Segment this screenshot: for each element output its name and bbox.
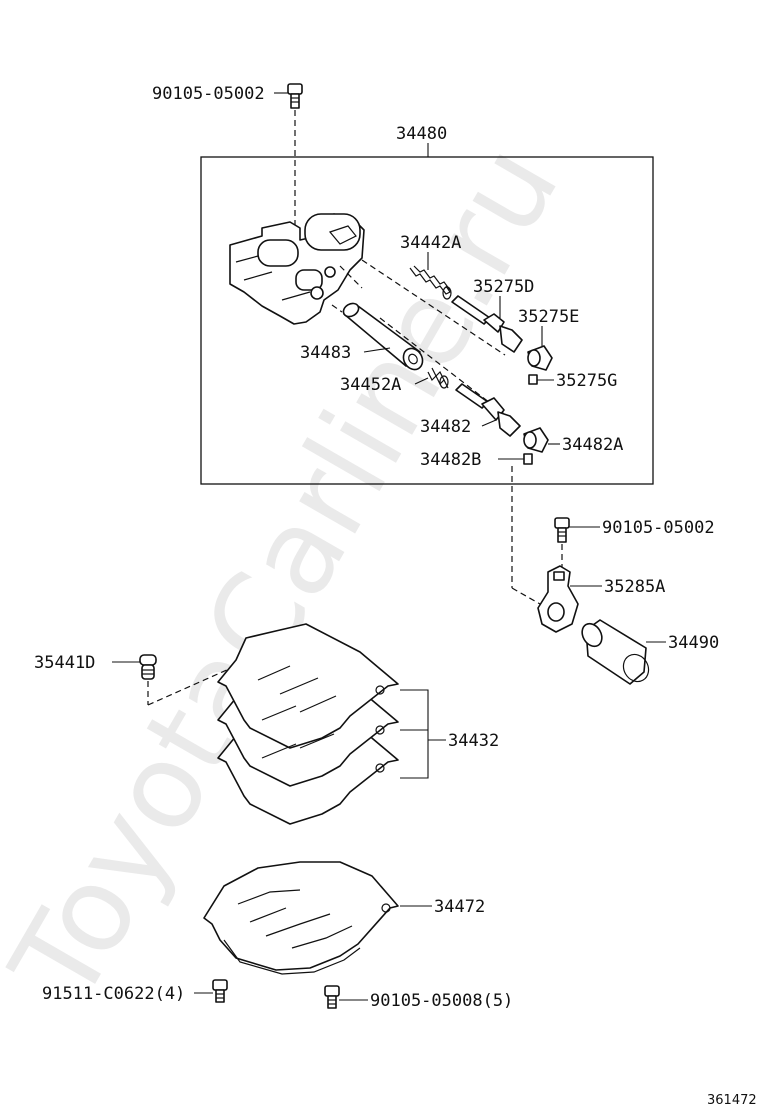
valve-body-upper-icon	[229, 213, 365, 325]
label-bracket-35285A: 35285A	[604, 577, 665, 597]
pin-34482B-icon	[523, 453, 533, 465]
label-plates-34432: 34432	[448, 731, 499, 751]
label-plug-35275E: 35275E	[518, 307, 579, 327]
label-pin-34482B: 34482B	[420, 450, 481, 470]
label-spring-34452A: 34452A	[340, 375, 401, 395]
label-bolt-right: 90105-05002	[602, 518, 715, 538]
body-34472-icon	[203, 861, 399, 975]
label-spring-34442A: 34442A	[400, 233, 461, 253]
valve-34482-icon	[455, 383, 521, 437]
label-solenoid-34490: 34490	[668, 633, 719, 653]
solenoid-34490-icon	[581, 619, 650, 685]
label-bolt-91511: 91511-C0622(4)	[42, 984, 185, 1004]
bolt-right-icon	[554, 517, 570, 543]
plug-34482A-icon	[523, 427, 549, 453]
bracket-35285A-icon	[537, 565, 579, 633]
bolt-top-icon	[287, 83, 303, 109]
bolt-90105-05008-icon	[324, 985, 340, 1009]
label-check-ball-35441D: 35441D	[34, 653, 95, 673]
label-valve-34482: 34482	[420, 417, 471, 437]
label-pin-35275G: 35275G	[556, 371, 617, 391]
label-bolt-top: 90105-05002	[152, 84, 265, 104]
label-body-34472: 34472	[434, 897, 485, 917]
drawing-number: 361472	[707, 1093, 757, 1108]
pin-35275G-icon	[528, 374, 538, 385]
spring-34452A-icon	[427, 367, 449, 389]
label-valve-35275D: 35275D	[473, 277, 534, 297]
label-plug-34482A: 34482A	[562, 435, 623, 455]
plug-35275E-icon	[527, 345, 553, 371]
spring-34442A-icon	[409, 265, 452, 300]
label-sleeve-34483: 34483	[300, 343, 351, 363]
bolt-91511-icon	[212, 979, 228, 1003]
label-bolt-90105-05008: 90105-05008(5)	[370, 991, 513, 1011]
check-ball-35441D-icon	[139, 654, 157, 680]
label-assembly: 34480	[396, 124, 447, 144]
plates-34432-icon	[217, 623, 399, 825]
valve-35275D-icon	[451, 295, 523, 353]
assembly-34480-box	[200, 156, 654, 485]
